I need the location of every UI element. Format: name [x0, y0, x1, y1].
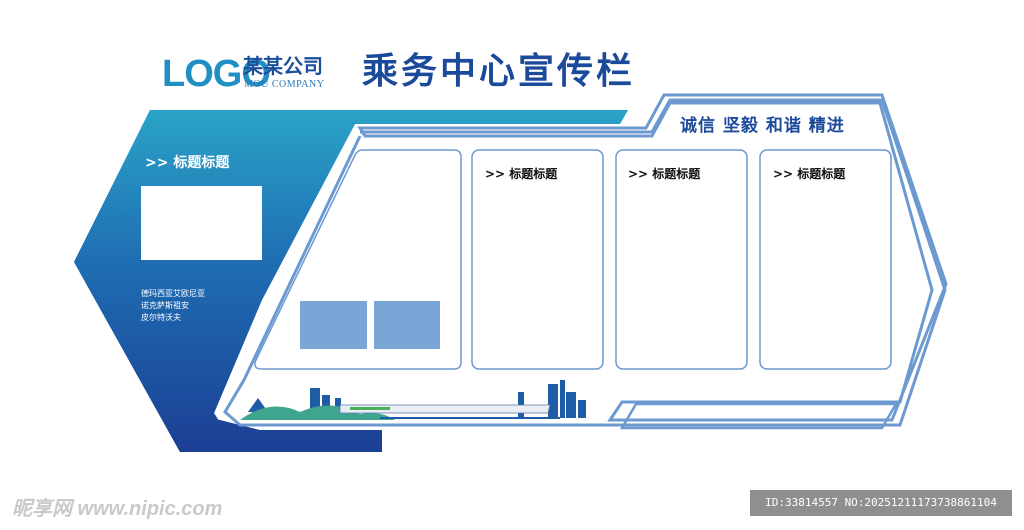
photo-placeholder-2 — [374, 301, 440, 349]
watermark-left: 昵享网 www.nipic.com — [12, 498, 223, 520]
slogan: 诚信 坚毅 和谐 精进 — [680, 116, 845, 136]
photo-placeholder-1 — [300, 301, 367, 349]
left-text-line: 诺克萨斯祖安 — [141, 301, 189, 310]
bottom-right-bar — [619, 402, 899, 430]
panel-3-frame — [615, 149, 748, 370]
logo-text: LOGO — [162, 53, 271, 95]
left-text-line: 德玛西亚艾欧尼亚 — [141, 289, 205, 298]
panel-4-heading: >> 标题标题 — [773, 167, 846, 181]
left-text-line: 皮尔特沃夫 — [141, 313, 181, 322]
left-photo-placeholder — [141, 186, 262, 260]
green-hills — [240, 405, 395, 420]
left-panel-text: 德玛西亚艾欧尼亚 诺克萨斯祖安 皮尔特沃夫 — [141, 288, 205, 324]
watermark-id-bar: ID:33814557 NO:20251211173738861104 — [750, 490, 1012, 516]
board-outline — [357, 93, 948, 422]
company-name-en: MOU COMPANY — [244, 79, 325, 90]
page-title: 乘务中心宣传栏 — [362, 51, 636, 92]
panel-3-heading: >> 标题标题 — [628, 167, 701, 181]
left-panel-heading: >> 标题标题 — [145, 155, 230, 171]
panel-2-heading: >> 标题标题 — [485, 167, 558, 181]
company-name: 某某公司 — [243, 54, 323, 78]
panel-4-frame — [759, 149, 892, 370]
train — [339, 404, 551, 414]
panel-2-frame — [471, 149, 604, 370]
